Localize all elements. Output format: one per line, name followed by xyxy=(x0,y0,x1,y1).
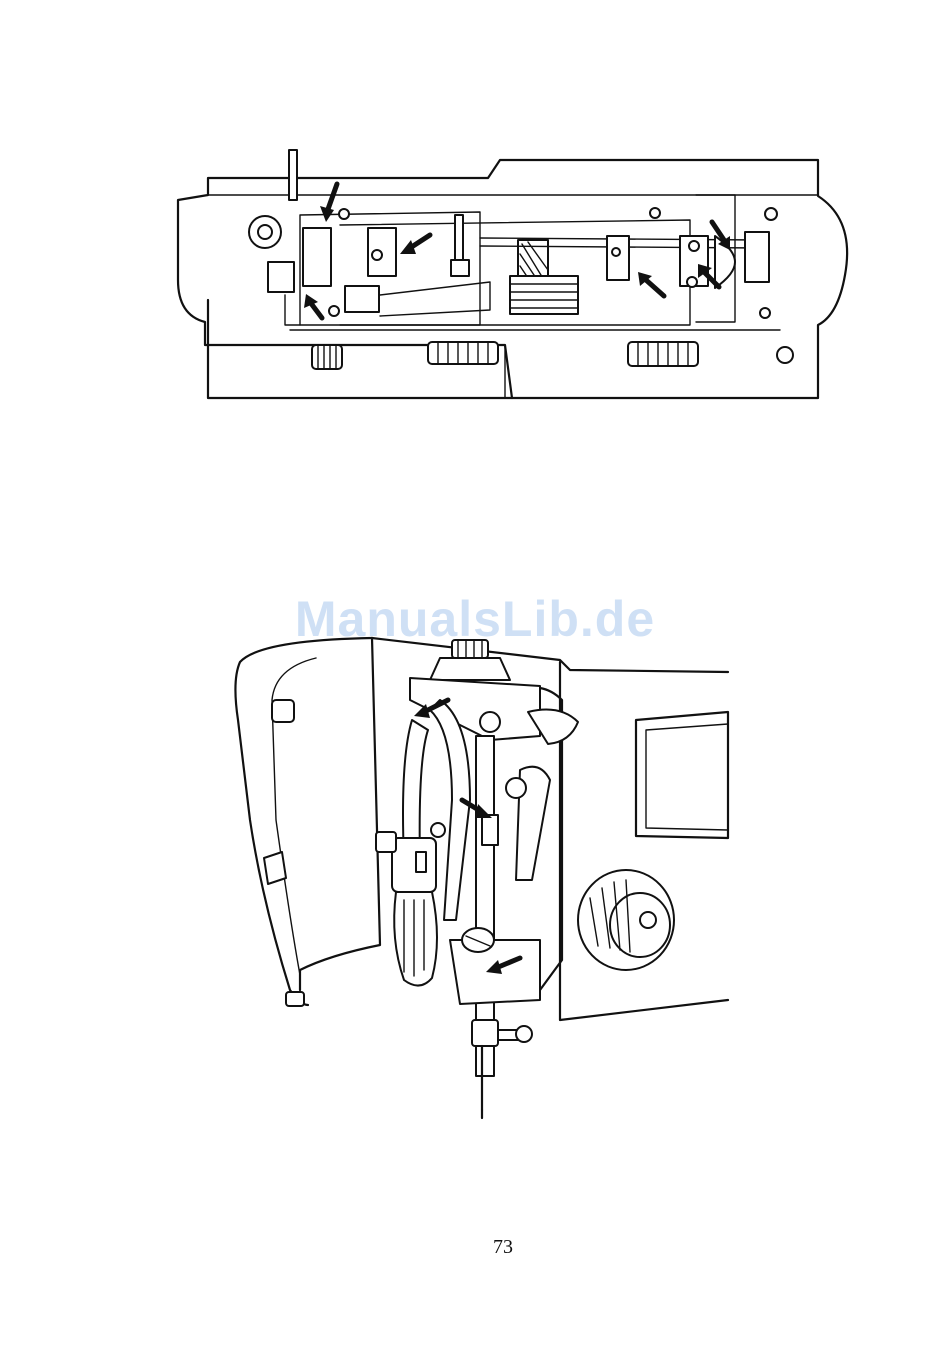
watermark: ManualsLib.de xyxy=(0,590,950,648)
page-number: 73 xyxy=(0,1236,950,1259)
